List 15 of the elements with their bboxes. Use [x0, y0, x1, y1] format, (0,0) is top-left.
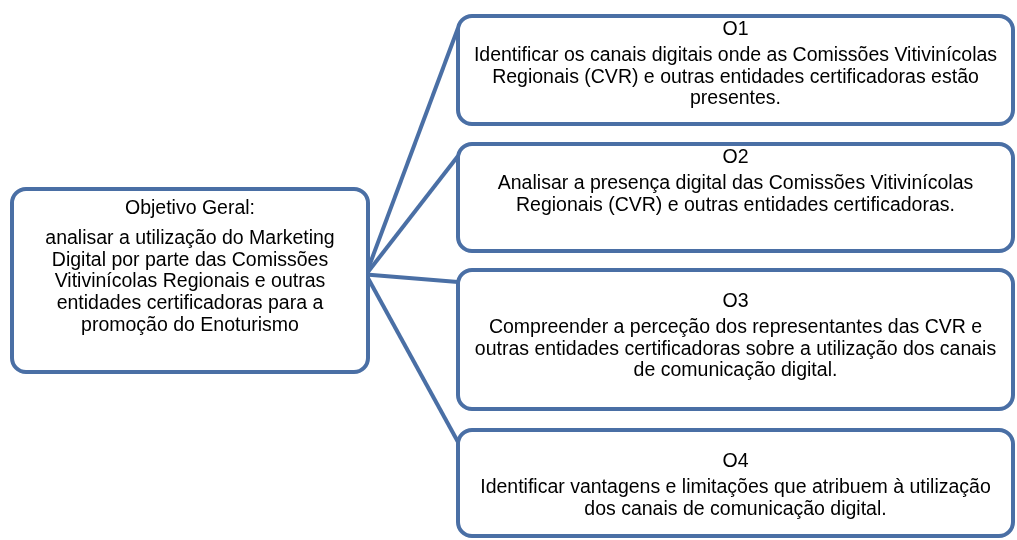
objective-text: Identificar os canais digitais onde as Comissões Vitivinícolas Regionais (CVR) e outras entidades certificadoras estão presentes.	[472, 43, 999, 110]
objective-heading: O3	[722, 290, 749, 312]
objective-heading: O2	[722, 146, 749, 168]
objective-text: Compreender a perceção dos representantes das CVR e outras entidades certificadoras sobre a utilização dos canais de comunicação digital.	[473, 315, 998, 382]
objective-box	[456, 268, 1015, 411]
objective-box	[456, 142, 1015, 253]
objective-heading: O4	[722, 450, 749, 472]
objective-text: Analisar a presença digital das Comissões Vitivinícolas Regionais (CVR) e outras entidades certificadoras.	[496, 171, 975, 216]
objective-text: Identificar vantagens e limitações que atribuem à utilização dos canais de comunicação digital.	[479, 475, 992, 520]
objective-box	[10, 187, 370, 374]
objective-heading: Objetivo Geral:	[124, 197, 256, 219]
objective-box	[456, 14, 1015, 126]
objective-heading: O1	[722, 18, 749, 40]
objective-text: analisar a utilização do Marketing Digital por parte das Comissões Vitivinícolas Regionais e outras entidades certificadoras para a promoção do Enoturismo	[44, 226, 336, 336]
objective-box	[456, 428, 1015, 538]
